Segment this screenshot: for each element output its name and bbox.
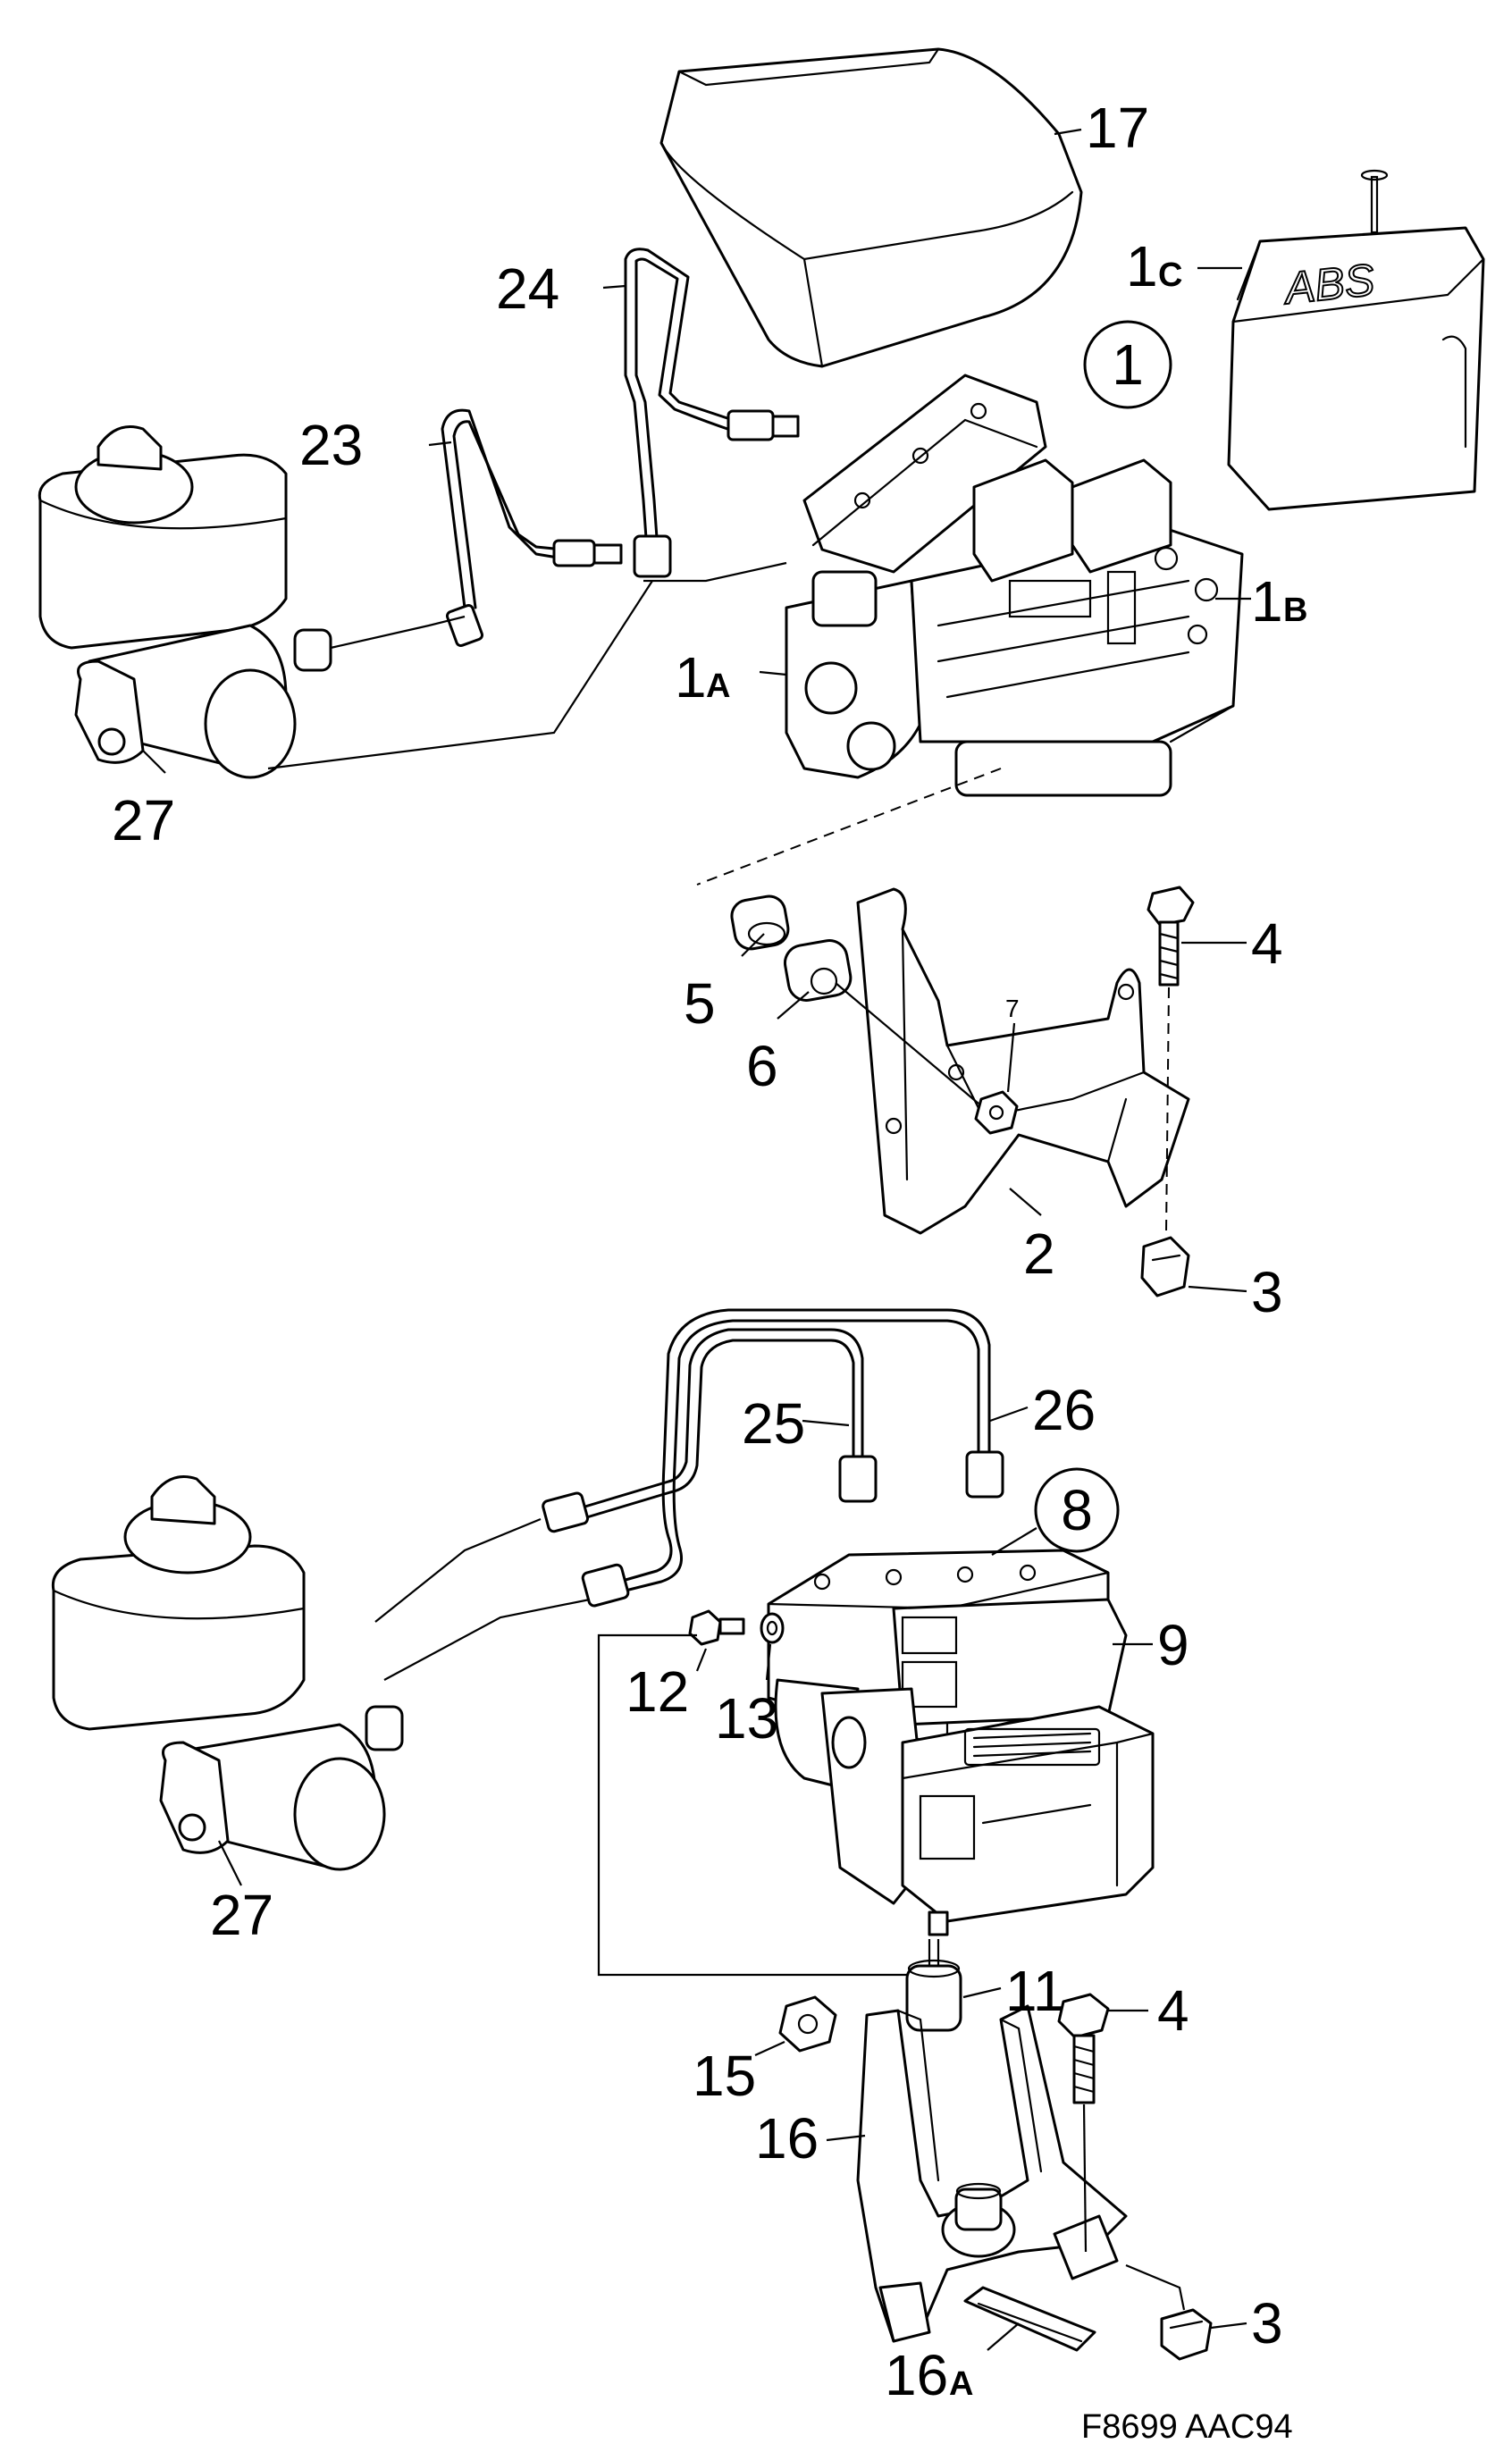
- label-7: 7: [1005, 995, 1020, 1022]
- label-12: 12: [626, 1659, 689, 1724]
- relay-block-part-1b: [910, 458, 1244, 797]
- connection-lines-top: [267, 561, 1002, 886]
- callout-circle-1: 1: [1083, 320, 1172, 409]
- bolt-part-12: [688, 1609, 745, 1646]
- callout-circle-8: 8: [1034, 1467, 1120, 1553]
- label-4-top: 4: [1251, 911, 1283, 976]
- label-25: 25: [742, 1391, 805, 1456]
- label-3-bottom: 3: [1251, 2291, 1283, 2355]
- master-cylinder-bottom: [51, 1475, 404, 1871]
- hydraulic-unit-part-9: [767, 1549, 1155, 1936]
- label-5: 5: [684, 971, 716, 1036]
- label-16a-suffix: A: [949, 2365, 973, 2403]
- label-leaders: [142, 128, 1251, 2351]
- label-1a-number: 1: [675, 645, 707, 710]
- label-27-bottom: 27: [210, 1883, 273, 1947]
- bolt-part-4-top: [1147, 886, 1195, 1234]
- master-cylinder-top: [38, 425, 332, 779]
- bushing-part-11: [905, 1959, 962, 2032]
- hydraulic-unit-part-1a: [785, 374, 1047, 779]
- label-6: 6: [746, 1034, 778, 1098]
- cover-part-17: [659, 47, 1083, 368]
- bracket-part-2: [856, 887, 1190, 1235]
- bolt-part-4-bottom: [1057, 1993, 1110, 2253]
- figure-reference: F8699 AAC94: [1081, 2408, 1293, 2446]
- label-13: 13: [715, 1686, 778, 1751]
- clip-part-3-bottom: [1125, 2263, 1213, 2361]
- brake-pipe-part-24: [624, 248, 800, 578]
- label-24: 24: [496, 256, 559, 321]
- callout-1-text: 1: [1112, 332, 1144, 397]
- nut-part-7: [835, 982, 1019, 1135]
- brake-pipes-part-25-26: [374, 1308, 1004, 1681]
- label-1c-number: 1: [1126, 234, 1158, 298]
- callout-8-text: 8: [1061, 1478, 1093, 1542]
- leader-bolt-12: [597, 1633, 931, 1977]
- label-1b-number: 1: [1251, 569, 1283, 634]
- label-1a-suffix: A: [706, 668, 730, 705]
- bushing-part-5: [730, 894, 790, 951]
- bushing-part-6: [783, 939, 853, 1002]
- label-1b-suffix: B: [1283, 592, 1307, 629]
- washer-part-13: [760, 1612, 785, 1644]
- label-17: 17: [1086, 96, 1149, 160]
- abs-embossed-text: ABS: [1280, 255, 1376, 314]
- label-2: 2: [1023, 1222, 1055, 1286]
- label-27-top: 27: [112, 788, 175, 852]
- label-9: 9: [1157, 1613, 1189, 1677]
- label-23: 23: [299, 413, 363, 477]
- brake-pipe-part-23: [441, 408, 623, 648]
- label-1c-suffix: C: [1158, 256, 1182, 294]
- label-4-bottom: 4: [1157, 1978, 1189, 2043]
- label-11: 11: [1005, 1959, 1064, 2023]
- label-16: 16: [755, 2106, 819, 2171]
- label-16a-number: 16: [885, 2343, 948, 2407]
- clip-part-3-top: [1140, 1236, 1190, 1297]
- relay-cover-part-1c: ABS: [1227, 169, 1485, 511]
- label-26: 26: [1032, 1378, 1096, 1442]
- label-15: 15: [693, 2044, 756, 2108]
- bracket-part-16: [856, 2004, 1128, 2343]
- strip-part-16a: [963, 2286, 1096, 2352]
- nut-part-15: [778, 1995, 837, 2053]
- label-3-top: 3: [1251, 1260, 1283, 1324]
